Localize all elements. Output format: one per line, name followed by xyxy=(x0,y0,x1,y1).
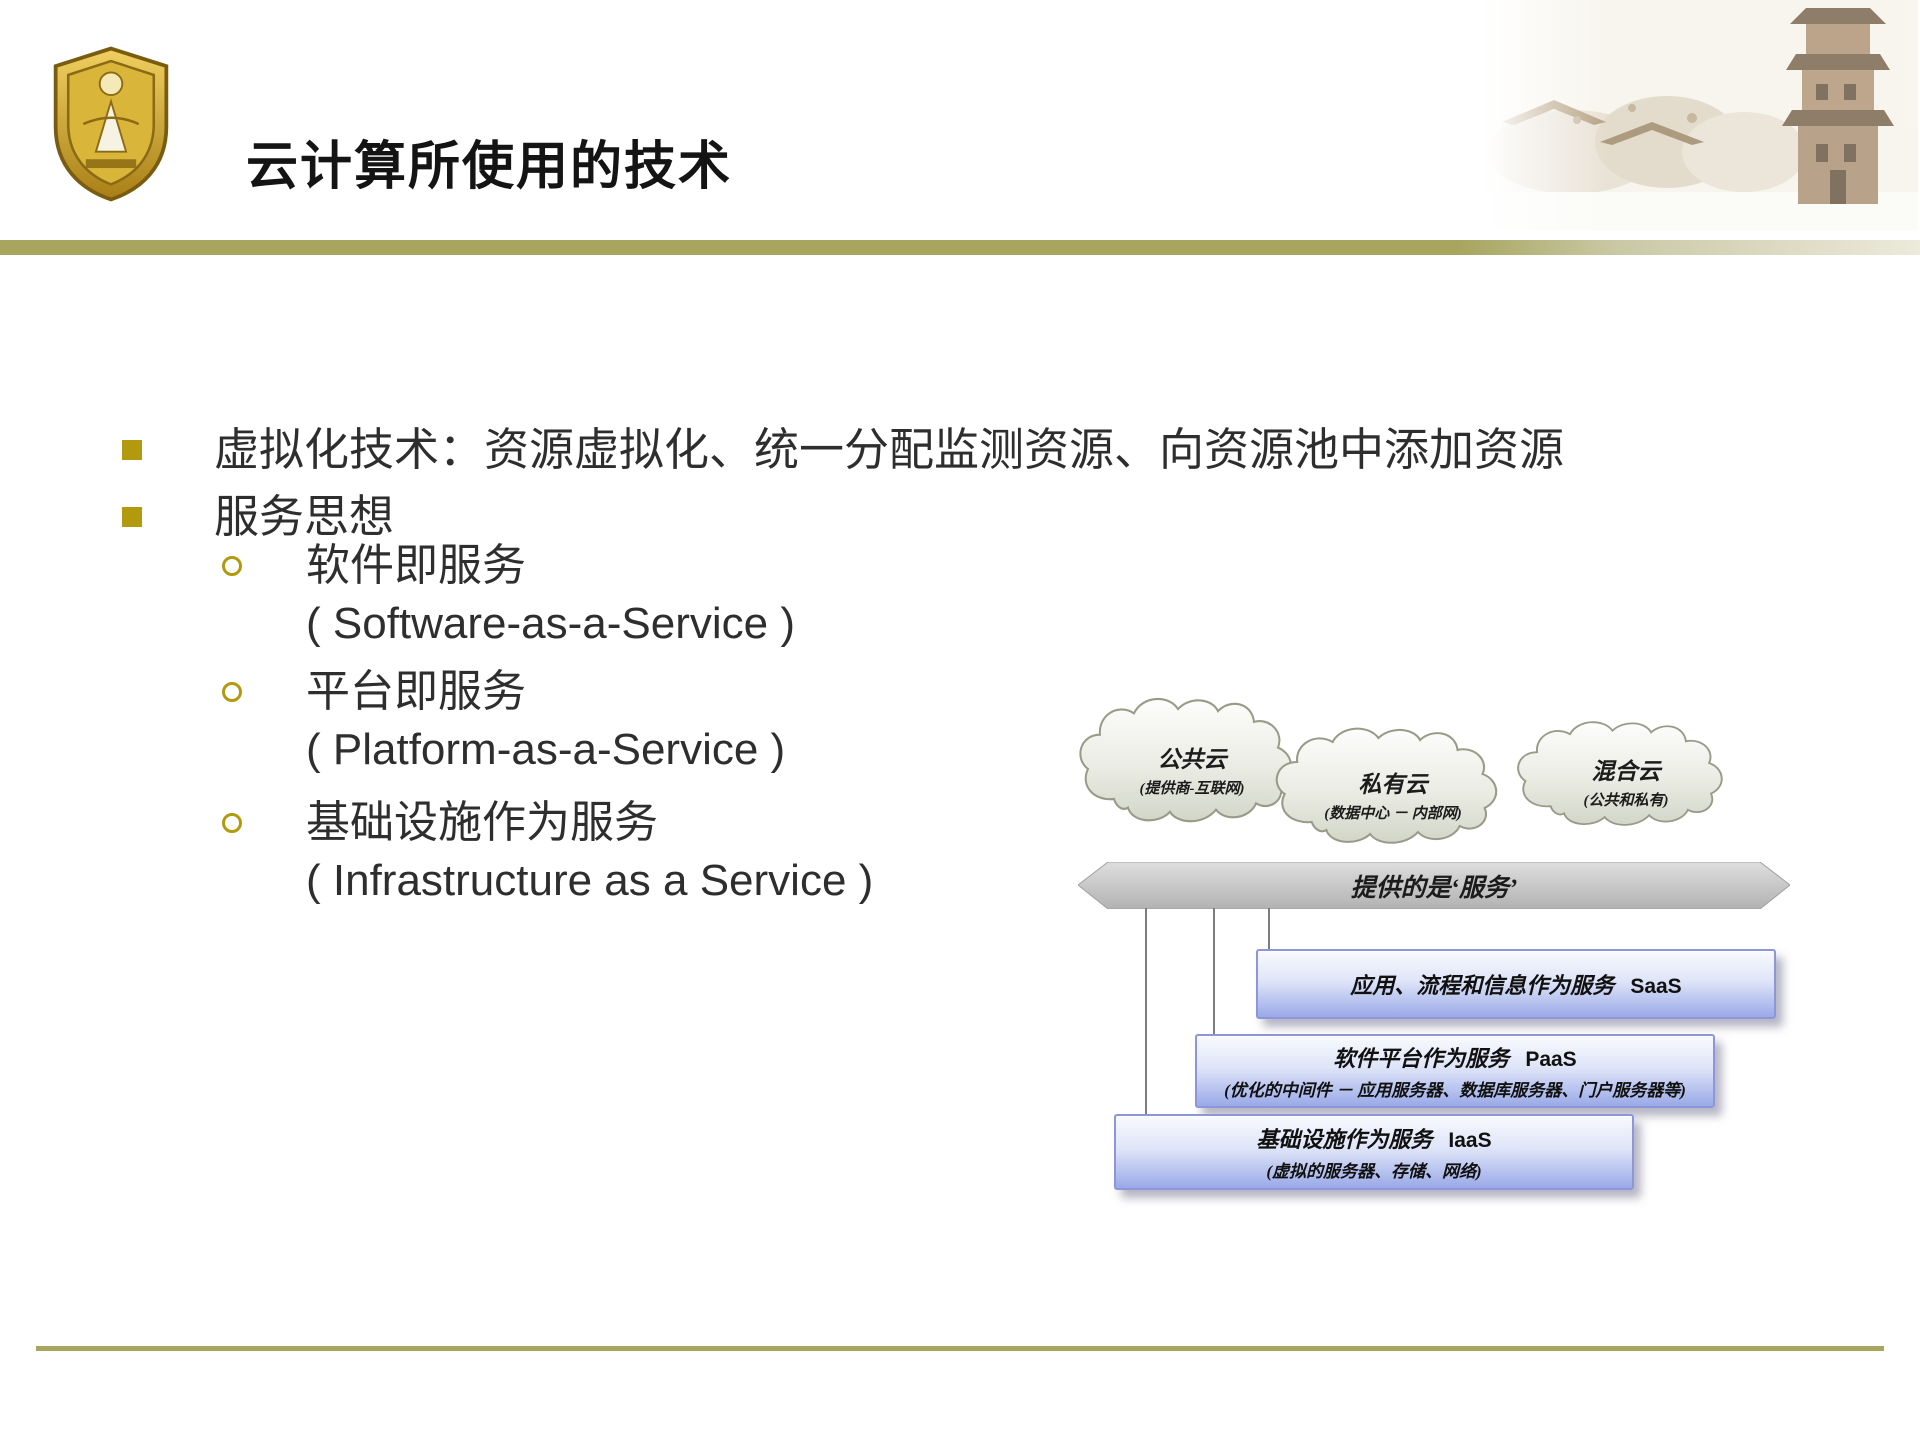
sub-bullet-saas-zh: 软件即服务 xyxy=(306,541,526,590)
iaas-box: 基础设施作为服务 IaaS (虚拟的服务器、存储、网络) xyxy=(1114,1114,1634,1190)
paas-box-title-en: PaaS xyxy=(1525,1048,1577,1071)
paas-box-subtitle: (优化的中间件 － 应用服务器、数据库服务器、门户服务器等) xyxy=(1224,1081,1686,1100)
cloud-hybrid: 混合云 (公共和私有) xyxy=(1510,718,1742,844)
iaas-box-title-zh: 基础设施作为服务 xyxy=(1256,1127,1433,1152)
iaas-box-subtitle: (虚拟的服务器、存储、网络) xyxy=(1266,1162,1482,1181)
paas-box-title-row: 软件平台作为服务 PaaS xyxy=(1333,1041,1576,1073)
connector-line-saas xyxy=(1268,908,1270,952)
service-banner-shape xyxy=(1078,862,1790,909)
bullet-square-marker xyxy=(122,440,142,460)
saas-box-title-en: SaaS xyxy=(1630,975,1682,998)
connector-line-paas xyxy=(1213,908,1215,1037)
cloud-hybrid-label: 混合云 (公共和私有) xyxy=(1510,718,1742,844)
university-crest-logo xyxy=(53,46,169,202)
sub-bullet-saas: 软件即服务 ( Software-as-a-Service ) xyxy=(306,537,795,653)
bullet-item-service-concept: 服务思想 xyxy=(214,491,395,542)
header-accent-band xyxy=(0,240,1920,255)
bullet-square-marker xyxy=(122,507,142,527)
sub-bullet-iaas: 基础设施作为服务 ( Infrastructure as a Service ) xyxy=(306,794,873,910)
sub-bullet-paas-zh: 平台即服务 xyxy=(306,667,526,716)
sub-bullet-iaas-en: ( Infrastructure as a Service ) xyxy=(306,856,874,905)
bullet-item-virtualization: 虚拟化技术：资源虚拟化、统一分配监测资源、向资源池中添加资源 xyxy=(214,424,1565,475)
cloud-hybrid-title: 混合云 xyxy=(1591,759,1661,784)
cloud-public-title: 公共云 xyxy=(1157,747,1227,772)
cloud-private-title: 私有云 xyxy=(1358,772,1428,797)
sub-bullet-iaas-zh: 基础设施作为服务 xyxy=(306,798,658,847)
cloud-hybrid-subtitle: (公共和私有) xyxy=(1583,793,1669,809)
sub-bullet-paas-en: ( Platform-as-a-Service ) xyxy=(306,725,786,774)
saas-box-title-row: 应用、流程和信息作为服务 SaaS xyxy=(1350,968,1681,1000)
cloud-public: 公共云 (提供商-互联网) xyxy=(1072,694,1312,844)
cloud-private-subtitle: (数据中心 － 内部网) xyxy=(1324,806,1462,822)
page-title: 云计算所使用的技术 xyxy=(246,138,733,196)
iaas-box-title-row: 基础设施作为服务 IaaS xyxy=(1256,1122,1491,1154)
paas-box-title-zh: 软件平台作为服务 xyxy=(1333,1046,1510,1071)
connector-line-iaas xyxy=(1145,908,1147,1117)
header-photo-pagoda xyxy=(1482,0,1918,230)
sub-bullet-paas: 平台即服务 ( Platform-as-a-Service ) xyxy=(306,663,785,779)
saas-box: 应用、流程和信息作为服务 SaaS xyxy=(1256,949,1776,1019)
cloud-private-label: 私有云 (数据中心 － 内部网) xyxy=(1268,724,1518,864)
sub-bullet-circle-marker xyxy=(222,682,242,702)
service-banner: 提供的是‘服务’ xyxy=(1078,862,1790,909)
service-banner-text: 提供的是‘服务’ xyxy=(1350,874,1518,902)
footer-accent-line xyxy=(36,1346,1884,1351)
sub-bullet-circle-marker xyxy=(222,556,242,576)
saas-box-title-zh: 应用、流程和信息作为服务 xyxy=(1350,973,1615,998)
cloud-public-subtitle: (提供商-互联网) xyxy=(1139,781,1245,797)
iaas-box-title-en: IaaS xyxy=(1448,1129,1492,1152)
sub-bullet-saas-en: ( Software-as-a-Service ) xyxy=(306,599,796,648)
cloud-public-label: 公共云 (提供商-互联网) xyxy=(1072,694,1312,844)
sub-bullet-circle-marker xyxy=(222,813,242,833)
cloud-private: 私有云 (数据中心 － 内部网) xyxy=(1268,724,1518,864)
paas-box: 软件平台作为服务 PaaS (优化的中间件 － 应用服务器、数据库服务器、门户服… xyxy=(1195,1034,1715,1108)
